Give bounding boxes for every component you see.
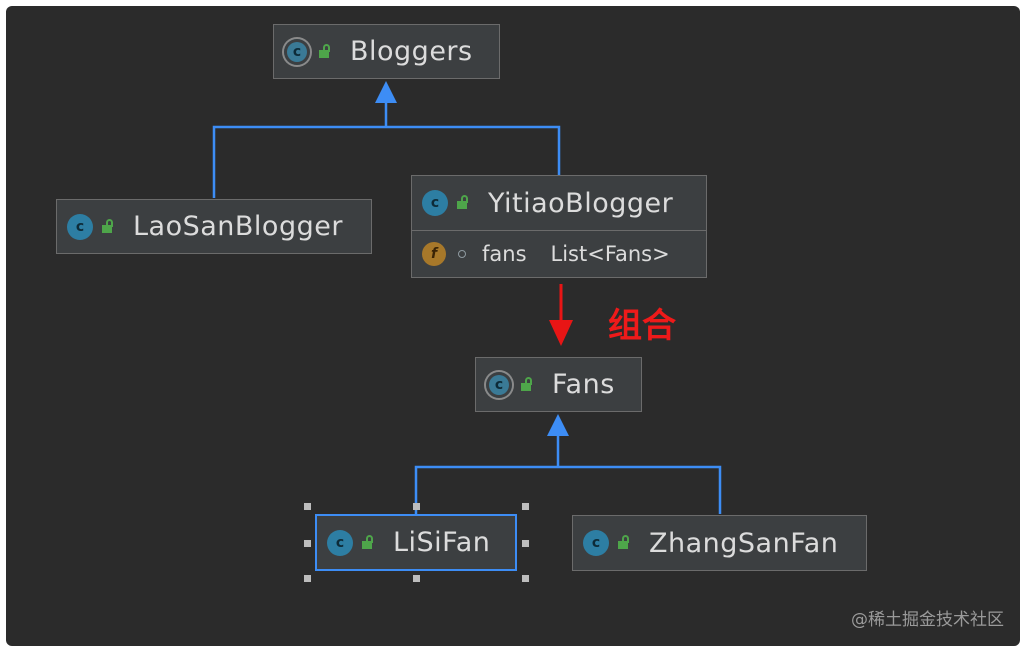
- class-name: ZhangSanFan: [649, 527, 839, 559]
- field-type: List<Fans>: [550, 242, 670, 266]
- public-lock-icon: [361, 534, 375, 551]
- public-lock-icon: [456, 195, 470, 211]
- class-node-fans[interactable]: c Fans: [475, 357, 642, 412]
- inheritance-arrowhead-fans: [547, 414, 569, 436]
- resize-handle-s[interactable]: [413, 575, 420, 582]
- field-row[interactable]: f fans List<Fans>: [412, 230, 706, 277]
- class-icon: c: [583, 530, 609, 556]
- public-lock-icon: [101, 218, 115, 235]
- class-node-lisifan[interactable]: c LiSiFan: [315, 514, 517, 571]
- inheritance-edge-fans: [414, 436, 722, 514]
- class-icon: c: [67, 213, 93, 240]
- abstract-class-icon: c: [284, 38, 310, 65]
- class-name: Bloggers: [350, 36, 473, 67]
- resize-handle-n[interactable]: [413, 503, 420, 510]
- resize-handle-e[interactable]: [522, 540, 529, 547]
- class-node-yitiaoblogger[interactable]: c YitiaoBlogger f fans List<Fans>: [411, 175, 707, 278]
- composition-label: 组合: [608, 306, 676, 346]
- package-visibility-icon: [458, 250, 466, 258]
- composition-arrowhead: [549, 320, 573, 346]
- resize-handle-sw[interactable]: [304, 575, 311, 582]
- resize-handle-se[interactable]: [522, 575, 529, 582]
- class-node-laosanblogger[interactable]: c LaoSanBlogger: [56, 199, 372, 254]
- inheritance-edge-bloggers: [212, 103, 561, 198]
- inheritance-arrowhead-bloggers: [375, 81, 397, 103]
- class-icon: c: [327, 529, 353, 556]
- field-name: fans: [482, 242, 527, 266]
- diagram-canvas: c Bloggers c LaoSanBlogger c YitiaoBlogg…: [6, 6, 1020, 646]
- public-lock-icon: [617, 535, 631, 551]
- class-icon: c: [422, 190, 448, 216]
- resize-handle-w[interactable]: [304, 540, 311, 547]
- class-name: Fans: [552, 369, 615, 400]
- abstract-class-icon: c: [486, 371, 512, 398]
- public-lock-icon: [318, 43, 332, 60]
- class-name: YitiaoBlogger: [488, 187, 674, 219]
- class-node-zhangsanfan[interactable]: c ZhangSanFan: [572, 515, 867, 571]
- edges-layer: [212, 81, 722, 514]
- public-lock-icon: [520, 376, 534, 393]
- class-name: LaoSanBlogger: [133, 211, 343, 242]
- resize-handle-ne[interactable]: [522, 503, 529, 510]
- class-name: LiSiFan: [393, 527, 491, 558]
- field-icon: f: [422, 242, 446, 266]
- watermark: @稀土掘金技术社区: [851, 610, 1004, 630]
- resize-handle-nw[interactable]: [304, 503, 311, 510]
- class-node-bloggers[interactable]: c Bloggers: [273, 24, 500, 79]
